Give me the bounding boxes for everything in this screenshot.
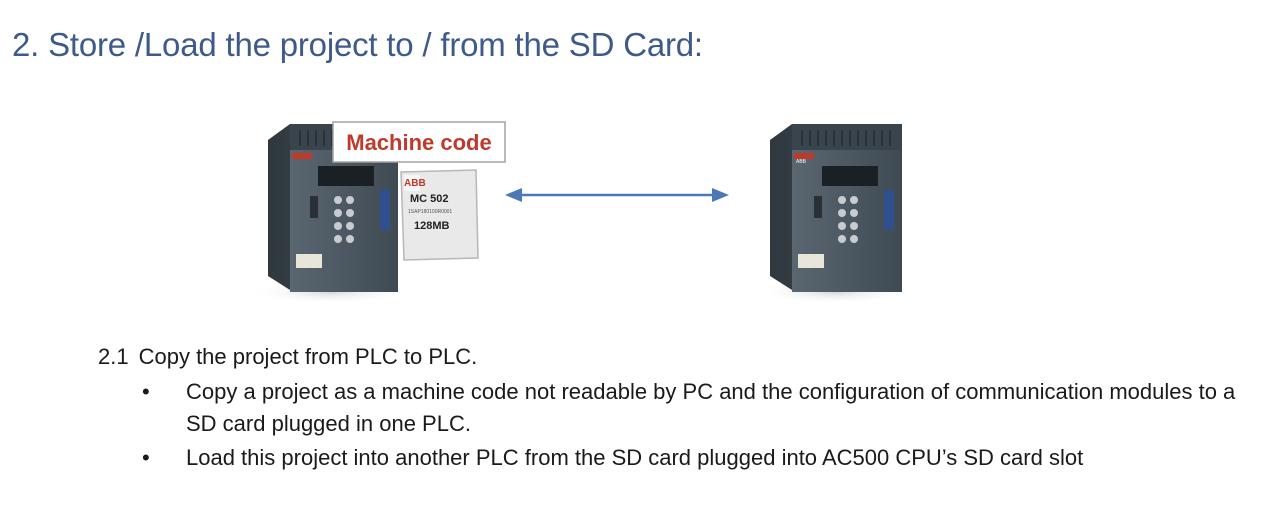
sd-model-text: MC 502 [410,193,449,205]
transfer-arrow-icon [505,188,729,202]
list-item: • Load this project into another PLC fro… [142,442,1246,474]
sd-part-number-text: 1SAP180100R0001 [408,209,452,215]
section-number: 2.1 [98,344,129,369]
bullet-text: Copy a project as a machine code not rea… [186,379,1236,436]
section-heading-text: Copy the project from PLC to PLC. [138,344,478,369]
bullet-text: Load this project into another PLC from … [186,445,1084,470]
machine-code-label: Machine code [332,121,506,163]
plc-left [250,124,410,304]
page-title: 2. Store /Load the project to / from the… [12,26,703,63]
sd-card: ABB MC 502 1SAP180100R0001 128MB [400,169,479,261]
bullet-list: • Copy a project as a machine code not r… [142,376,1246,476]
list-item: • Copy a project as a machine code not r… [142,376,1246,440]
plc-brand-text: ABB [796,159,807,165]
bullet-icon: • [142,445,150,470]
sd-capacity-text: 128MB [414,220,450,232]
machine-code-text: Machine code [346,130,491,155]
bullet-icon: • [142,379,150,404]
plc-right: ABB [755,124,915,304]
section-heading: 2.1 Copy the project from PLC to PLC. [98,344,477,370]
sd-brand-text: ABB [404,178,426,189]
